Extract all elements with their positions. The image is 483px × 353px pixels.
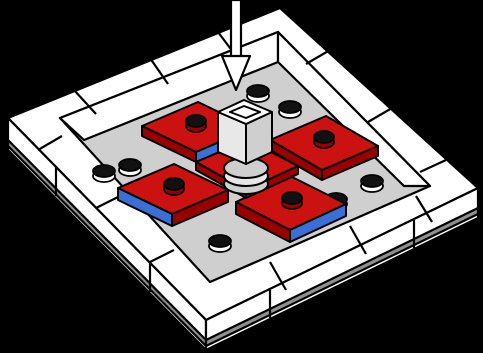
stud: [282, 192, 302, 209]
stud: [93, 165, 115, 182]
stud: [247, 85, 269, 102]
stud: [361, 175, 383, 192]
stud: [314, 131, 334, 148]
stud: [119, 159, 141, 176]
stud: [209, 235, 231, 252]
stud: [186, 115, 206, 132]
square-tube-brick-icon: [218, 100, 272, 194]
stud: [164, 178, 184, 195]
arrow-shaft: [231, 0, 241, 58]
stud: [279, 101, 301, 118]
